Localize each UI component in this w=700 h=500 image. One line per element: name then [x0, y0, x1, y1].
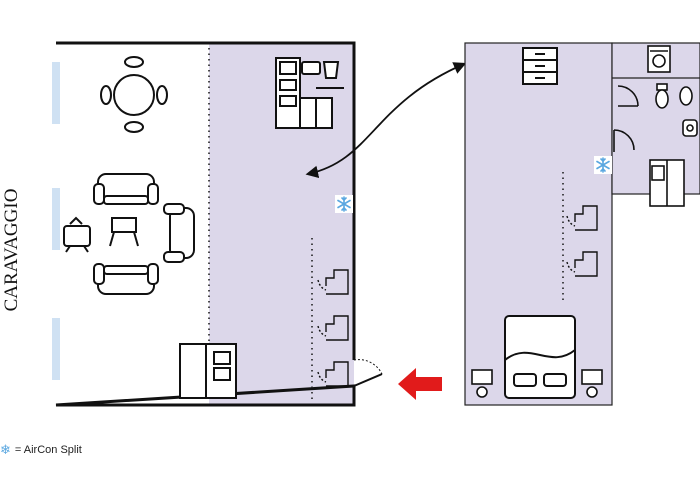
sofa-icon: [93, 263, 159, 295]
nightstand-icon: [471, 369, 493, 398]
sink-icon: [682, 119, 698, 137]
bed-icon: [504, 315, 576, 399]
entrance-door: [353, 359, 383, 387]
wardrobe-icon: [179, 343, 237, 399]
sofa-icon: [163, 203, 195, 263]
legend: ❄ = AirCon Split: [0, 440, 82, 460]
sofa-icon: [93, 173, 159, 205]
entrance-arrow: [398, 368, 442, 400]
bathroom-door: [613, 85, 639, 152]
connection-arrow: [305, 62, 467, 178]
bidet-icon: [679, 86, 693, 106]
tv-icon: [63, 216, 91, 253]
snowflake-icon: [593, 155, 613, 175]
window: [52, 62, 60, 124]
window: [52, 318, 60, 380]
dining-table-icon: [100, 56, 168, 133]
window: [52, 188, 60, 250]
nightstand-icon: [581, 369, 603, 398]
coffee-table-icon: [109, 217, 139, 247]
snowflake-icon: [334, 194, 354, 214]
toilet-icon: [655, 83, 669, 109]
dresser-icon: [522, 47, 558, 85]
legend-label: = AirCon Split: [14, 444, 82, 456]
shower-icon: [649, 159, 685, 207]
apartment-title: CARAVAGGIO: [1, 189, 22, 312]
snowflake-icon: ❄: [0, 442, 11, 458]
washing-machine-icon: [647, 45, 671, 73]
